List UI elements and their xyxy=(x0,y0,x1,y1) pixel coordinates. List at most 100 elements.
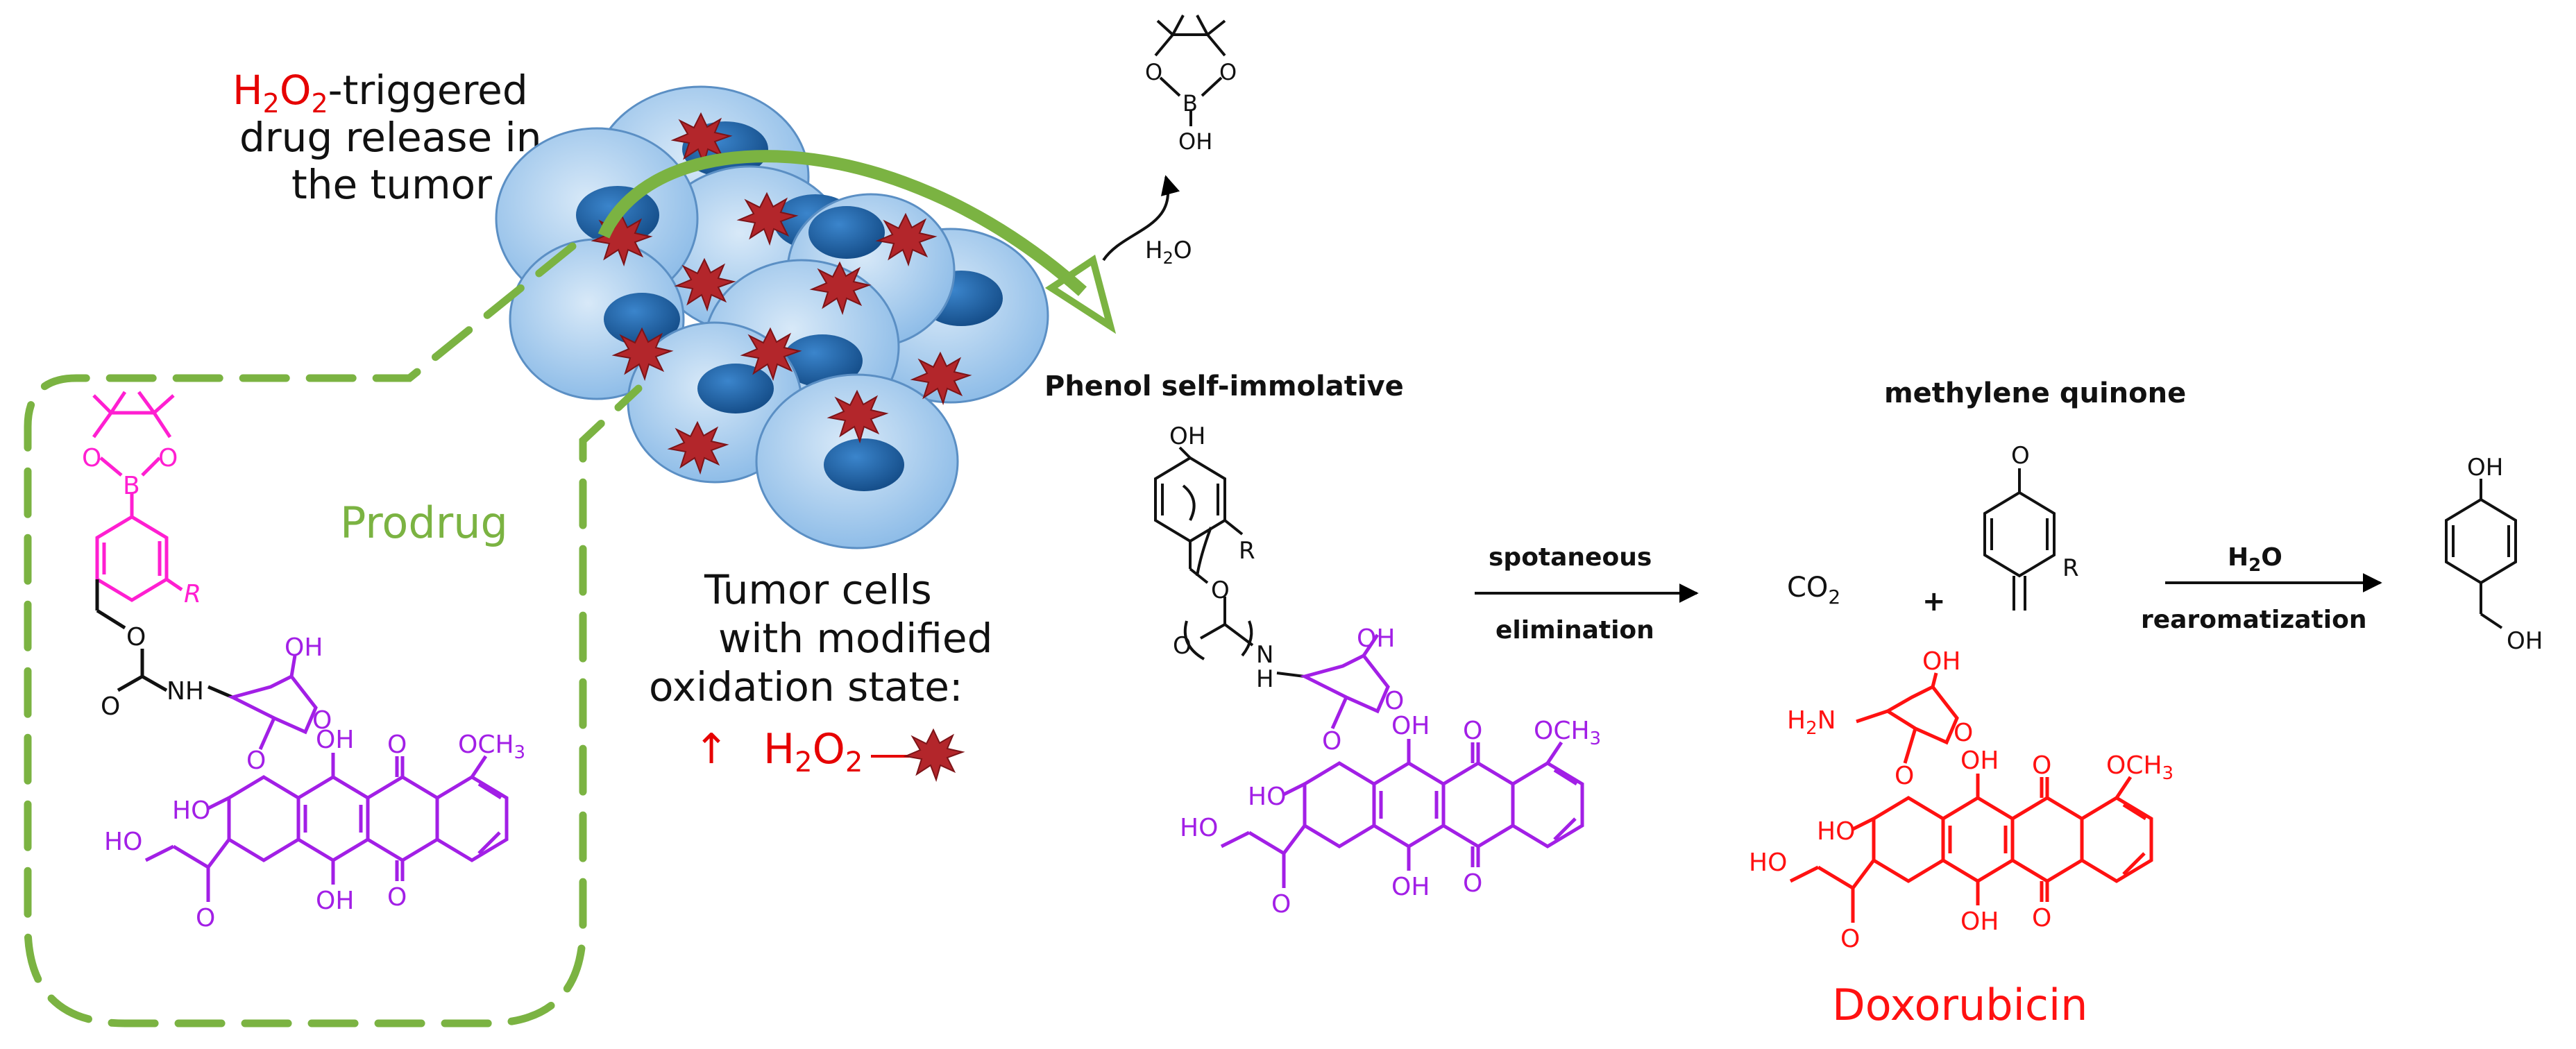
step1-bottom-label: elimination xyxy=(1495,616,1654,645)
intermediate-o-carbonyl: O xyxy=(1173,632,1192,660)
prodrug-b: B xyxy=(123,472,140,500)
dox-o-quinone-bottom: O xyxy=(2032,904,2051,932)
intermediate-o-glyco: O xyxy=(1322,727,1341,756)
title-h2o2-sub1: 2 xyxy=(263,88,280,119)
byproduct-o2: O xyxy=(1219,59,1237,85)
prodrug-oh-top: OH xyxy=(316,726,354,754)
byproduct-boronic xyxy=(1154,15,1226,126)
prodrug-och3: OCH3 xyxy=(458,731,525,763)
intermediate-o-quinone-top: O xyxy=(1463,717,1482,745)
intermediate-o-ring: O xyxy=(1384,687,1404,715)
dox-och3: OCH3 xyxy=(2106,751,2174,784)
tumor-description: Tumor cells with modified oxidation stat… xyxy=(649,566,992,781)
intermediate-o-keto: O xyxy=(1271,890,1291,919)
byproduct-o1: O xyxy=(1145,59,1162,85)
dox-o-keto: O xyxy=(1840,925,1860,953)
final-oh-top: OH xyxy=(2467,454,2503,481)
title-line2: drug release in xyxy=(239,114,541,161)
tumor-line1: Tumor cells xyxy=(704,566,932,613)
intermediate-oh-top: OH xyxy=(1391,712,1430,740)
prodrug-anthracycline xyxy=(144,753,509,902)
intermediate-oh-bottom: OH xyxy=(1391,873,1430,901)
prodrug-o-left: O xyxy=(82,444,101,472)
final-benzyl-alcohol xyxy=(2445,479,2517,629)
prodrug-o-ester: O xyxy=(126,623,146,651)
prodrug-r: R xyxy=(184,580,201,608)
prodrug-o-right: O xyxy=(158,444,178,472)
prodrug-o-carbonyl: O xyxy=(101,692,120,721)
intermediate-ho-chain: HO xyxy=(1180,814,1218,842)
quinone-o: O xyxy=(2011,442,2030,470)
intermediate-oh-sugar: OH xyxy=(1357,624,1395,653)
tumor-cell xyxy=(755,373,959,549)
tumor-h2o2: H2O2 xyxy=(763,725,863,778)
intermediate-anthracycline xyxy=(1220,739,1584,888)
prodrug-o-quinone-bottom: O xyxy=(387,883,407,912)
prodrug-o-keto: O xyxy=(196,904,215,932)
prodrug-label: Prodrug xyxy=(340,497,508,548)
dox-ho-ring: HO xyxy=(1817,817,1855,846)
prodrug-callout: Prodrug xyxy=(24,242,643,1027)
byproduct-b: B xyxy=(1183,90,1198,117)
title-h2o2-h: H xyxy=(232,67,263,114)
tumor-line2: with modified xyxy=(718,615,992,662)
doxorubicin-label: Doxorubicin xyxy=(1832,980,2087,1030)
tumor-cell-cluster xyxy=(495,85,1117,549)
prodrug-ho-ring: HO xyxy=(172,796,210,825)
dox-h2n: H2N xyxy=(1787,706,1836,739)
doxorubicin-anthracycline xyxy=(1789,774,2153,923)
intermediate-och3: OCH3 xyxy=(1534,717,1601,749)
prodrug-o-quinone-top: O xyxy=(387,731,407,759)
step2-top-label: H2O xyxy=(2228,543,2282,576)
byproduct-h2o: H2O xyxy=(1145,237,1192,268)
step2-bottom-label: rearomatization xyxy=(2141,606,2366,634)
dox-o-quinone-top: O xyxy=(2032,751,2051,780)
dox-oh-top: OH xyxy=(1960,747,1999,775)
dox-ho-chain: HO xyxy=(1749,848,1787,877)
prodrug-nh: NH xyxy=(167,677,204,706)
doxorubicin-sugar xyxy=(1856,672,1959,764)
intermediate-title: Phenol self-immolative xyxy=(1044,370,1404,402)
intermediate-h: H xyxy=(1256,665,1274,693)
final-oh-bottom: OH xyxy=(2507,627,2543,655)
intermediate-o-quinone-bottom: O xyxy=(1463,869,1482,898)
tumor-up-arrow: ↑ xyxy=(694,725,729,774)
quinone-r: R xyxy=(2062,554,2079,582)
prodrug-ho-chain: HO xyxy=(104,828,142,856)
ros-star-legend xyxy=(905,729,963,781)
quinone-title: methylene quinone xyxy=(1884,377,2186,409)
plus-sign: + xyxy=(1922,586,1946,617)
intermediate-ho-ring: HO xyxy=(1248,783,1286,811)
title-line3: the tumor xyxy=(291,161,492,208)
co2-label: CO2 xyxy=(1787,572,1840,608)
title-h2o2-sub2: 2 xyxy=(311,88,328,119)
intermediate-n: N xyxy=(1256,641,1273,669)
prodrug-sugar xyxy=(228,655,318,751)
intermediate-o-ester: O xyxy=(1211,577,1230,604)
tumor-line3: oxidation state: xyxy=(649,663,963,710)
prodrug-oh-sugar: OH xyxy=(285,633,323,662)
prodrug-linker xyxy=(95,579,233,699)
title-line1: -triggered xyxy=(328,67,528,114)
step1-reaction: spotaneous elimination xyxy=(1475,543,1699,645)
intermediate-phenol xyxy=(1154,446,1305,678)
svg-text:H2O2-triggered: H2O2-triggered xyxy=(232,67,528,119)
dox-o-glyco: O xyxy=(1895,762,1914,790)
title-text: H2O2-triggered drug release in the tumor xyxy=(232,67,541,208)
step1-top-label: spotaneous xyxy=(1489,543,1652,572)
step2-reaction: H2O rearomatization xyxy=(2141,543,2382,634)
dox-oh-sugar: OH xyxy=(1922,647,1960,676)
intermediate-r: R xyxy=(1239,537,1255,565)
intermediate-oh: OH xyxy=(1169,423,1205,450)
title-h2o2-o: O xyxy=(280,67,312,114)
intermediate-sugar xyxy=(1300,633,1390,730)
methylene-quinone xyxy=(1983,468,2056,611)
prodrug-boronate xyxy=(92,391,183,602)
dox-o-ring: O xyxy=(1954,719,1973,747)
release-arrow xyxy=(598,150,1087,296)
byproduct-oh: OH xyxy=(1178,128,1212,155)
release-arrow-head xyxy=(1044,254,1117,334)
byproduct-arrow xyxy=(1102,175,1180,262)
